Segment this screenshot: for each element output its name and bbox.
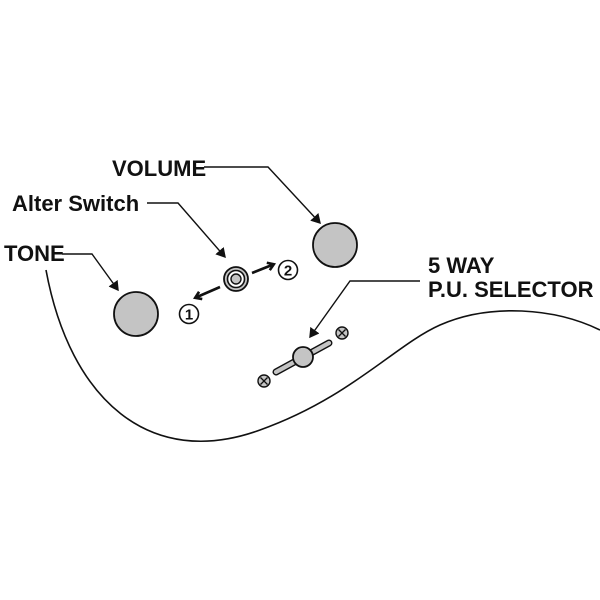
selector-label-line2: P.U. SELECTOR [428,277,594,302]
volume-knob[interactable] [312,222,358,268]
guitar-body-outline [45,269,600,442]
selector-label-line1: 5 WAY [428,253,495,278]
selector-knob [292,346,314,368]
switch-position-1-arrow [197,285,221,297]
tone-label: TONE [4,241,65,266]
alter-switch[interactable] [223,266,249,292]
volume-label: VOLUME [112,156,206,181]
switch-position-1-marker: 1 [178,303,200,325]
pickup-selector[interactable] [272,339,333,376]
svg-text:2: 2 [284,263,292,280]
mounting-screw-icon [335,326,349,340]
tone-leader-line [62,253,119,292]
mounting-screw-icon [257,374,271,388]
switch-position-2-arrow [251,265,272,275]
switch-position-2-marker: 2 [277,259,299,281]
selector-leader-line [309,280,420,339]
alter-switch-leader-line [147,202,226,259]
svg-text:1: 1 [185,307,193,324]
alter-switch-label: Alter Switch [12,191,139,216]
volume-leader-line [204,166,321,225]
tone-knob[interactable] [113,291,159,337]
